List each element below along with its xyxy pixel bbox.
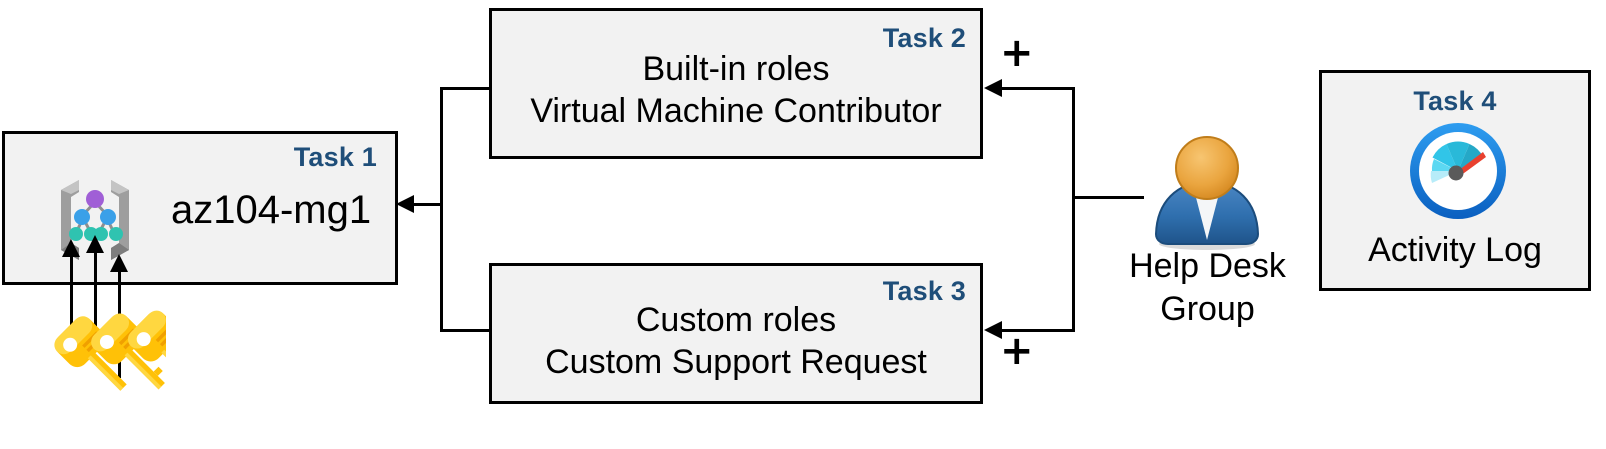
task2-line2: Virtual Machine Contributor	[530, 92, 942, 130]
task3-box[interactable]: Task 3 Custom roles Custom Support Reque…	[489, 263, 983, 404]
task3-line1: Custom roles	[635, 301, 837, 339]
helpdesk-label-line2: Group	[1160, 290, 1255, 328]
connector-task3-to-merge	[440, 329, 492, 332]
task2-box[interactable]: Task 2 Built-in roles Virtual Machine Co…	[489, 8, 983, 159]
task4-label: Task 4	[1413, 86, 1497, 116]
task3-line2: Custom Support Request	[545, 343, 927, 381]
user-group-icon	[1135, 136, 1280, 251]
key-arrow-shaft-1	[70, 255, 73, 330]
plus-operator-top: +	[1000, 30, 1034, 76]
task1-box[interactable]: Task 1	[2, 131, 398, 285]
connector-merge-to-task1	[412, 203, 443, 206]
plus-operator-bottom: +	[1000, 328, 1034, 374]
activity-log-gauge-icon	[1408, 121, 1508, 221]
connector-helpdesk-stub	[1072, 196, 1144, 199]
helpdesk-label-line1: Help Desk	[1129, 247, 1286, 285]
arrowhead-into-task3	[984, 321, 1002, 339]
task2-line1: Built-in roles	[642, 50, 830, 88]
arrowhead-into-task2	[984, 79, 1002, 97]
connector-merge-vertical	[440, 87, 443, 332]
task2-label: Task 2	[882, 23, 966, 53]
connector-task2-to-merge	[440, 87, 492, 90]
keys-icon	[36, 305, 166, 449]
task1-name: az104-mg1	[171, 188, 372, 232]
task4-name: Activity Log	[1368, 231, 1542, 269]
task3-label: Task 3	[882, 276, 966, 306]
task1-label: Task 1	[293, 142, 377, 172]
connector-helpdesk-vertical	[1072, 87, 1075, 332]
connector-helpdesk-to-task2	[1000, 87, 1075, 90]
task4-box[interactable]: Task 4	[1319, 70, 1591, 291]
key-arrowhead-3	[110, 254, 128, 272]
key-arrowhead-2	[86, 235, 104, 253]
key-arrowhead-1	[62, 239, 80, 257]
arrowhead-into-task1	[396, 195, 414, 213]
connector-helpdesk-to-task3	[1000, 329, 1075, 332]
key-arrow-shaft-2	[94, 251, 97, 349]
